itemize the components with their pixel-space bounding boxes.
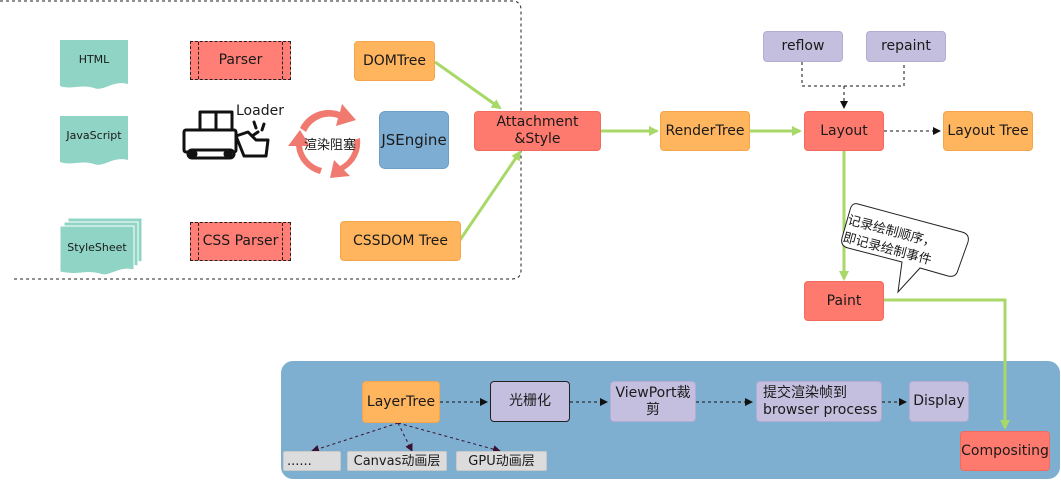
canvas-layer-node: Canvas动画层	[347, 451, 447, 471]
render-blocking-cycle-icon	[288, 104, 361, 178]
arrow-domtree-to-attachment	[434, 60, 502, 110]
reflow-node: reflow	[763, 31, 843, 62]
javascript-doc-shape	[60, 116, 128, 165]
loader-bulldozer-icon	[182, 110, 270, 160]
html-doc-label: HTML	[78, 53, 110, 66]
cssdom-tree-node: CSSDOM Tree	[340, 221, 461, 261]
layout-node: Layout	[804, 111, 884, 151]
display-node: Display	[909, 381, 969, 422]
css-parser-node: CSS Parser	[190, 222, 291, 261]
js-engine-node: JSEngine	[379, 111, 449, 169]
html-doc-shape	[60, 40, 128, 89]
arrow-layertree-to-canvas	[397, 422, 413, 452]
rasterize-node: 光栅化	[490, 381, 570, 422]
layer-tree-node: LayerTree	[362, 381, 440, 423]
render-tree-node: RenderTree	[660, 111, 750, 151]
repaint-node: repaint	[866, 31, 946, 62]
gpu-layer-node: GPU动画层	[456, 451, 547, 471]
arrow-paint-to-compositing	[884, 298, 1010, 430]
arrow-reflow-repaint-to-layout	[801, 62, 905, 87]
render-blocking-label: 渲染阻塞	[304, 138, 357, 153]
loader-label: Loader	[236, 103, 284, 119]
submit-frame-node: 提交渲染帧到 browser process	[756, 381, 882, 422]
paint-node: Paint	[804, 281, 884, 321]
layout-tree-node: Layout Tree	[943, 111, 1033, 151]
paint-note-bubble	[841, 203, 969, 294]
stylesheet-doc-shape	[59, 217, 143, 276]
ellipsis-layer-node: ......	[283, 451, 341, 471]
attachment-style-node: Attachment &Style	[474, 111, 601, 151]
stylesheet-doc-label: StyleSheet	[67, 241, 127, 254]
viewport-crop-node: ViewPort裁剪	[610, 381, 696, 422]
arrow-cssdom-to-attachment	[458, 150, 522, 241]
parser-node: Parser	[190, 41, 291, 80]
compositing-node: Compositing	[960, 431, 1050, 471]
javascript-doc-label: JavaScript	[66, 129, 122, 142]
dom-tree-node: DOMTree	[354, 41, 435, 81]
